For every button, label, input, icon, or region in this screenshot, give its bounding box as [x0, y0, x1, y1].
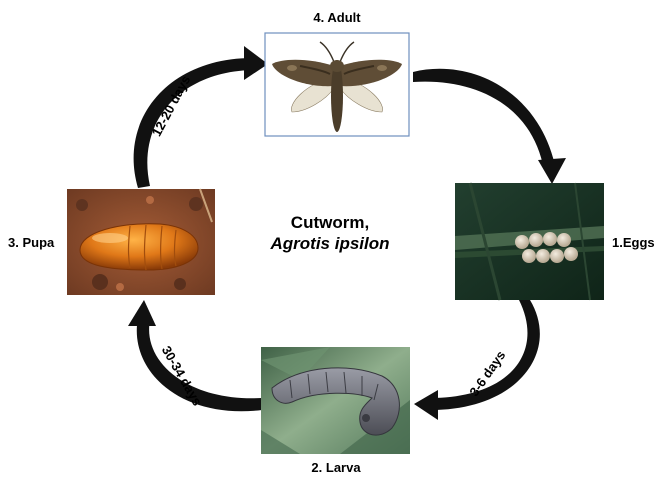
stage-label-eggs: 1.Eggs [612, 235, 655, 250]
stage-label-pupa: 3. Pupa [8, 235, 55, 250]
eggs-image [455, 183, 604, 300]
adult-moth-image [265, 33, 409, 136]
arrow-eggs-to-larva [414, 300, 540, 420]
stage-label-adult: 4. Adult [313, 10, 361, 25]
arrow-pupa-to-adult [134, 46, 268, 188]
title-common-name: Cutworm, [291, 213, 369, 232]
stage-label-larva: 2. Larva [311, 460, 361, 475]
arrow-adult-to-eggs [413, 69, 566, 184]
pupa-image [67, 189, 215, 295]
larva-image [261, 347, 410, 454]
diagram-title: Cutworm, Agrotis ipsilon [200, 212, 460, 254]
title-scientific-name: Agrotis ipsilon [200, 233, 460, 254]
